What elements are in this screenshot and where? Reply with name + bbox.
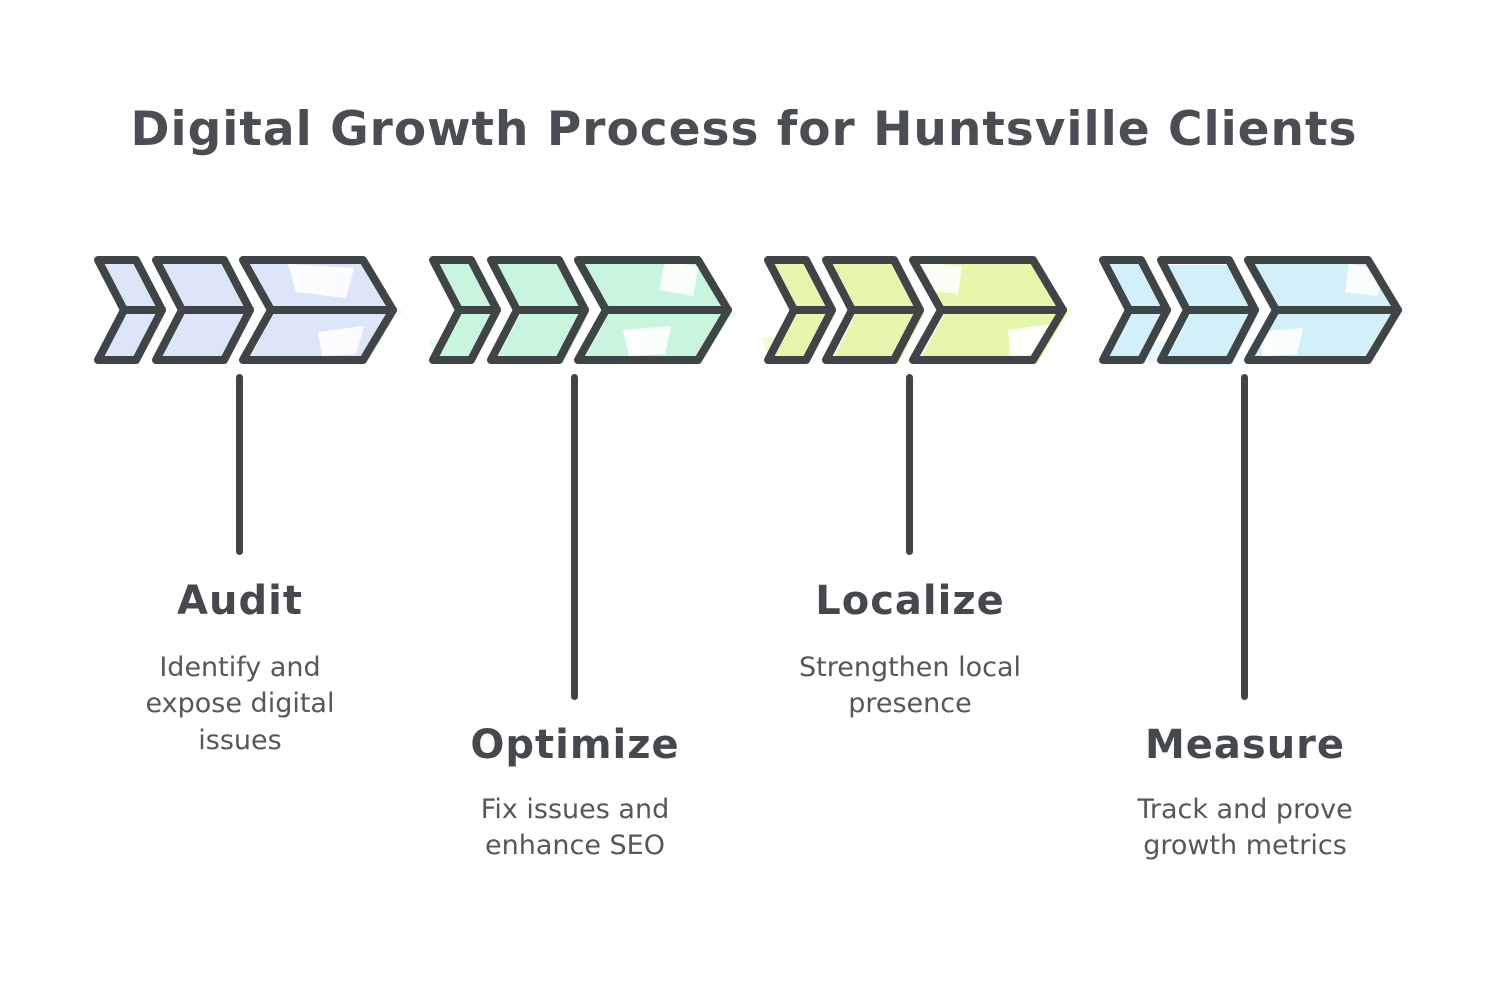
chevron-outline — [1099, 256, 1402, 364]
stage-description: Strengthen local presence — [750, 650, 1070, 723]
connector-line — [1241, 374, 1248, 700]
stage-label: Audit — [177, 578, 303, 624]
chevron-arrow-icon — [94, 256, 402, 364]
stage-optimize: Optimize Fix issues and enhance SEO — [415, 0, 737, 1008]
stage-audit: Audit Identify and expose digital issues — [80, 0, 402, 1008]
chevron-arrow-icon — [1099, 256, 1407, 365]
stage-localize: Localize Strengthen local presence — [750, 0, 1072, 1008]
stage-description-text: Fix issues and enhance SEO — [480, 794, 670, 862]
chevron-arrow-icon — [429, 256, 737, 364]
stage-description: Fix issues and enhance SEO — [415, 792, 735, 865]
connector-line — [906, 374, 913, 555]
chevron-outline — [94, 256, 397, 364]
stage-label: Optimize — [470, 722, 680, 768]
stage-description: Track and prove growth metrics — [1085, 792, 1405, 865]
stage-description-text: Strengthen local presence — [798, 652, 1021, 720]
paint-gap — [623, 262, 699, 356]
stage-description-text: Identify and expose digital issues — [145, 652, 335, 756]
connector-line — [236, 374, 243, 555]
paint-gap — [288, 264, 364, 356]
stage-description-text: Track and prove growth metrics — [1137, 794, 1353, 862]
chevron-arrow-icon — [762, 256, 1072, 364]
chevron-outline — [429, 256, 732, 364]
stage-label: Measure — [1144, 722, 1346, 768]
chevron-outline — [764, 256, 1067, 364]
stage-label: Localize — [815, 578, 1005, 624]
connector-line — [571, 374, 578, 700]
stage-measure: Measure Track and prove growth metrics — [1085, 0, 1407, 1008]
stage-description: Identify and expose digital issues — [80, 650, 400, 759]
diagram-title: Digital Growth Process for Huntsville Cl… — [130, 102, 1358, 157]
